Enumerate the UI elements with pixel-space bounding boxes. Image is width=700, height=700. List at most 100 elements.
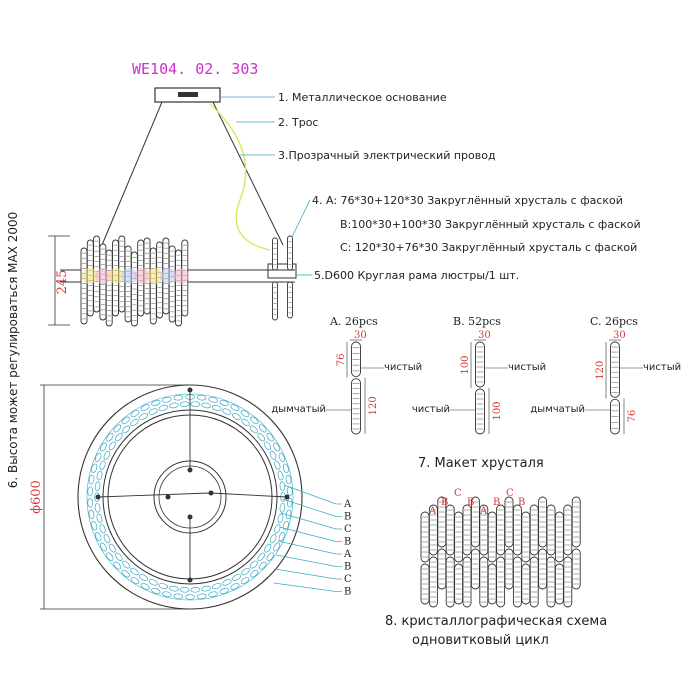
crystal-label-left: дымчатый	[271, 404, 326, 415]
canopy-screw	[187, 514, 193, 520]
plan-crystal	[201, 402, 211, 409]
plan-crystal	[185, 594, 195, 600]
section-7-title: 7. Макет хрусталя	[418, 456, 544, 471]
plan-crystal	[95, 452, 102, 462]
plan-crystal	[249, 560, 258, 569]
ring-label: A	[343, 499, 352, 510]
glow-spot	[95, 268, 111, 284]
anchor-point	[95, 494, 101, 500]
crystal-label-right: чистый	[508, 362, 546, 373]
plan-crystal	[106, 433, 114, 442]
plan-crystal	[279, 502, 286, 513]
ring-leader	[282, 498, 337, 517]
plan-crystal	[151, 399, 161, 407]
plan-crystal	[230, 583, 240, 590]
plan-crystal	[139, 413, 148, 420]
plan-crystal	[140, 404, 150, 411]
width-dimension: 30	[613, 330, 626, 341]
crystal-title: B. 52pcs	[453, 315, 501, 328]
plan-crystal	[285, 509, 292, 520]
ring-leader	[276, 554, 337, 567]
plan-crystal	[250, 569, 259, 578]
glow-spot	[134, 268, 150, 284]
plan-crystal	[95, 532, 102, 542]
crystal-title: A. 26pcs	[329, 315, 378, 328]
cable-right	[212, 101, 284, 246]
plan-crystal	[219, 587, 229, 595]
ring-leader	[274, 568, 337, 580]
pattern-crystal-bottom	[445, 556, 455, 608]
ring-label: B	[344, 587, 351, 598]
pattern-crystal-top	[512, 504, 522, 556]
plan-crystal	[162, 396, 172, 403]
plan-crystal	[282, 463, 289, 474]
elevation-crystal	[80, 247, 88, 325]
plan-crystal	[278, 452, 285, 462]
crystal-outline	[124, 245, 132, 323]
bottom-dimension: 76	[627, 410, 638, 423]
plan-crystal	[269, 534, 277, 544]
crystal-ring	[87, 394, 293, 600]
callout-4a: 4. A: 76*30+120*30 Закруглённый хрусталь…	[312, 194, 623, 207]
pattern-crystal-top	[554, 511, 564, 563]
pattern-label: B	[493, 497, 500, 508]
section-8-subtitle: одновитковый цикл	[412, 633, 549, 648]
pattern-crystal-top	[546, 504, 556, 556]
plan-crystal	[257, 433, 265, 442]
plan-crystal	[279, 481, 286, 492]
anchor-point	[187, 577, 193, 583]
elevation-view: 245	[48, 87, 297, 327]
pattern-crystal-bottom	[538, 548, 548, 590]
plan-crystal	[264, 543, 272, 553]
pattern-crystal-top	[563, 504, 573, 556]
callout-line-4	[291, 199, 311, 238]
cable-plan-4	[209, 492, 288, 498]
plan-crystal	[282, 520, 289, 531]
plan-crystal	[211, 583, 222, 590]
pattern-label: A	[479, 506, 488, 517]
plan-crystal	[285, 474, 292, 485]
pattern-crystal-top	[538, 496, 548, 548]
pattern-label: B	[518, 497, 525, 508]
electric-wire	[209, 103, 271, 251]
pattern-crystal-bottom	[571, 548, 581, 590]
pattern-crystal-bottom	[462, 556, 472, 608]
plan-crystal	[277, 470, 284, 481]
plan-crystal	[241, 418, 250, 427]
plan-crystal	[148, 408, 158, 415]
pattern-label: C	[454, 488, 462, 499]
crystal-lower	[475, 388, 485, 435]
pattern-crystal-top	[445, 504, 455, 556]
light-glow	[82, 268, 189, 284]
crystal-lower	[610, 398, 620, 435]
plan-crystal	[121, 569, 130, 578]
plan-crystal	[287, 497, 293, 508]
plan-crystal	[113, 424, 122, 433]
plan-crystal	[232, 413, 241, 420]
pattern-crystal-top	[496, 504, 506, 556]
plan-crystal	[211, 404, 222, 411]
pattern-label: B	[441, 497, 448, 508]
pattern-crystal-bottom	[479, 556, 489, 608]
anchor-point	[187, 387, 193, 393]
plan-crystal	[87, 486, 93, 497]
pattern-crystal-bottom	[529, 556, 539, 608]
crystal-upper	[475, 341, 485, 388]
pattern-label: C	[506, 488, 514, 499]
elevation-crystal	[105, 249, 113, 327]
crystal-outline	[80, 247, 88, 325]
ring-label: B	[344, 537, 351, 548]
plan-crystal	[99, 442, 107, 452]
pattern-crystal-top	[529, 504, 539, 556]
cable-left	[101, 101, 163, 246]
pattern-label: B	[467, 497, 474, 508]
elevation-crystal	[175, 249, 182, 327]
pattern-crystal-bottom	[546, 556, 556, 608]
plan-crystal	[169, 402, 179, 409]
plan-crystal	[266, 552, 274, 561]
plan-crystal	[274, 460, 281, 470]
glow-spot	[121, 268, 137, 284]
